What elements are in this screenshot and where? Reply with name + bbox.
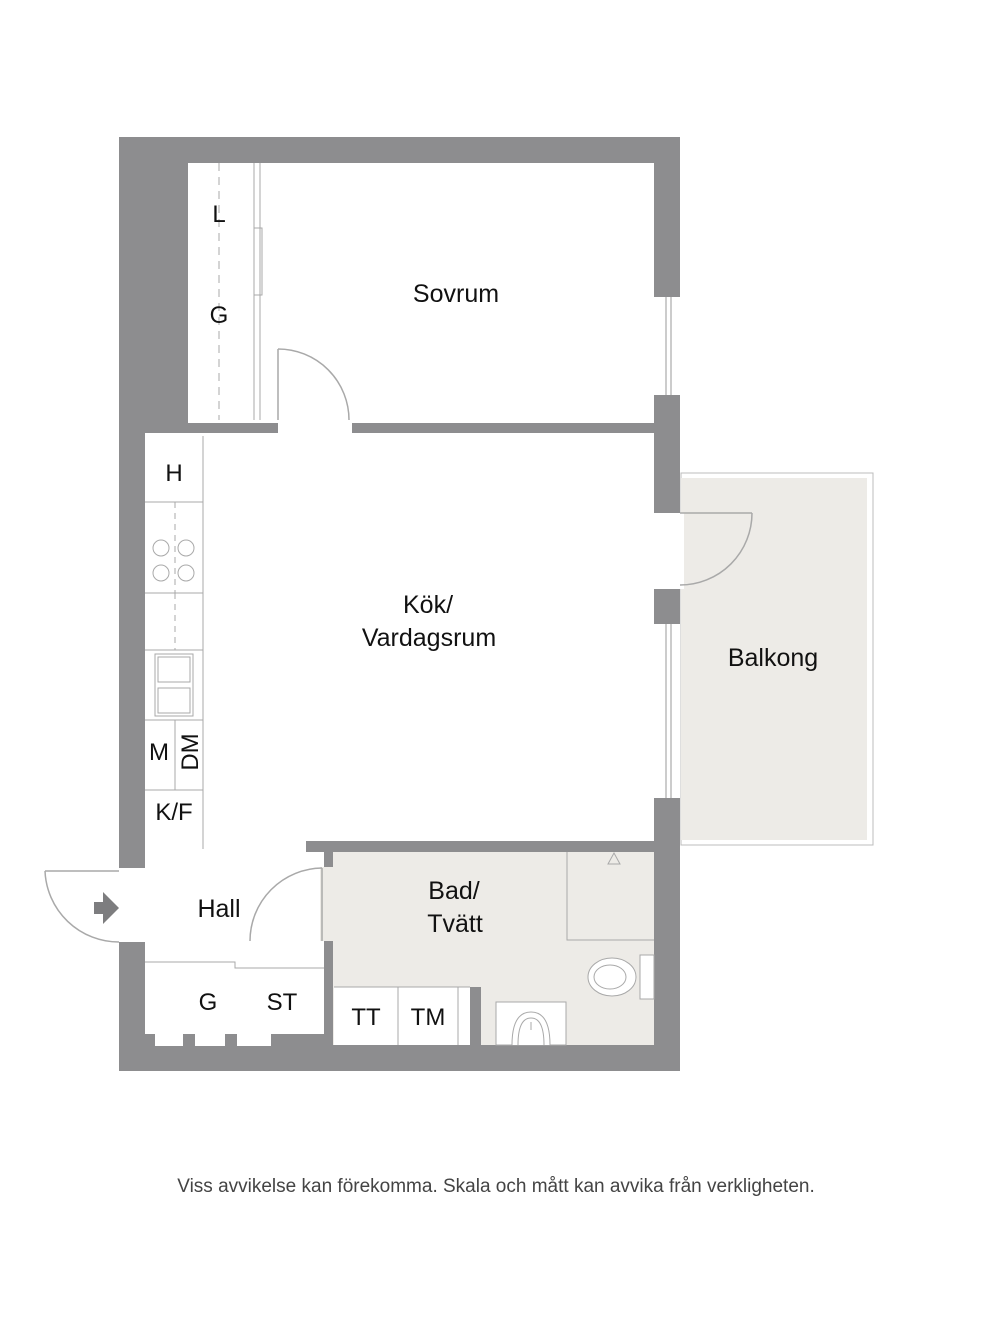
hall-floor-lower <box>145 834 306 854</box>
label-washer: TM <box>411 1004 446 1031</box>
laundry-machines <box>334 986 481 1045</box>
bedroom-door <box>277 348 350 421</box>
stove <box>152 539 195 582</box>
kitchen-counter <box>145 436 204 849</box>
label-hall-st: ST <box>267 989 298 1016</box>
bedroom-door-opening <box>278 420 352 436</box>
label-hall-g: G <box>199 989 218 1016</box>
room-label-sovrum: Sovrum <box>413 280 499 308</box>
bedroom-window <box>654 297 680 395</box>
label-microwave: M <box>149 739 169 766</box>
label-wardrobe-l: L <box>212 201 225 228</box>
living-window <box>654 624 680 798</box>
balcony <box>680 472 874 846</box>
room-label-balkong: Balkong <box>728 644 818 672</box>
bathroom-door <box>249 867 323 942</box>
room-label-hall: Hall <box>197 895 240 923</box>
bedroom-floor <box>188 163 654 423</box>
label-fridge-freezer: K/F <box>155 799 192 826</box>
hall-floor <box>145 852 324 1034</box>
entrance-arrow-icon <box>94 892 119 924</box>
toilet <box>587 954 655 1000</box>
label-dryer: TT <box>351 1004 381 1031</box>
hall-closets <box>145 961 324 969</box>
label-dishwasher: DM <box>177 733 204 770</box>
room-label-kok: Kök/ <box>403 591 453 619</box>
room-label-tvatt: Tvätt <box>427 910 483 938</box>
shower <box>566 851 654 941</box>
label-wardrobe-g: G <box>210 302 229 329</box>
balcony-door-opening <box>652 513 684 589</box>
entry-door-opening <box>115 868 149 942</box>
disclaimer-text: Viss avvikelse kan förekomma. Skala och … <box>177 1176 815 1197</box>
sink <box>154 653 194 717</box>
room-label-bad: Bad/ <box>428 877 479 905</box>
entry-door <box>44 870 120 943</box>
bathroom-door-opening <box>320 867 337 941</box>
room-label-vardagsrum: Vardagsrum <box>362 624 496 652</box>
bedroom-wardrobes <box>218 163 263 420</box>
washbasin <box>495 1001 567 1046</box>
hall-closet-feet <box>155 1032 271 1046</box>
label-hood: H <box>165 460 182 487</box>
balcony-door <box>679 512 753 586</box>
living-floor <box>145 433 654 841</box>
